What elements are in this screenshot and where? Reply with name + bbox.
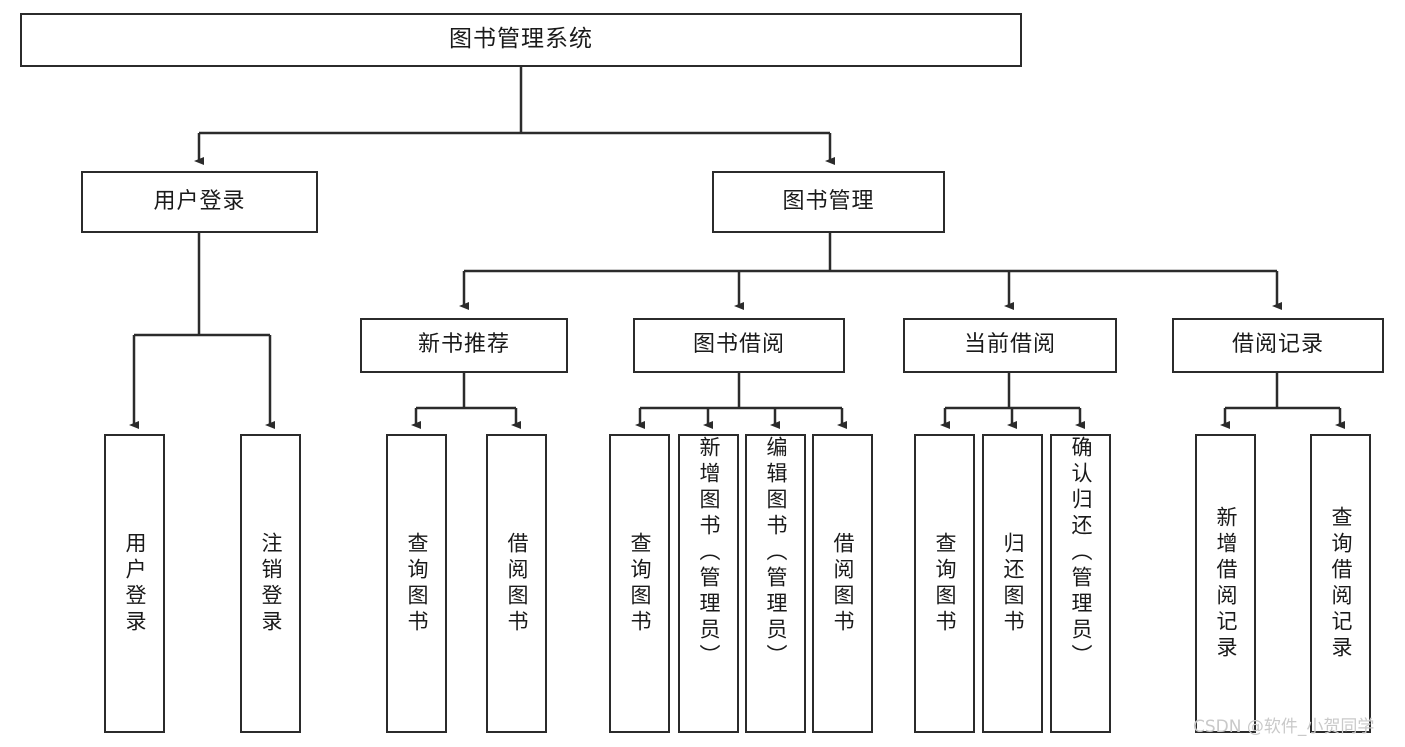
node-borrow-record-label: 借阅记录 xyxy=(1231,332,1324,358)
node-new-book-recommend-label: 新书推荐 xyxy=(417,332,510,358)
node-leaf-borrow-book-1-label: 借阅图书 xyxy=(505,531,529,636)
node-leaf-logout-login-label: 注销登录 xyxy=(259,531,283,636)
node-leaf-confirm-return-label: 确认归还（管理员） xyxy=(1069,436,1093,670)
node-leaf-query-book-2[interactable]: 查询图书 xyxy=(609,434,670,733)
node-leaf-borrow-book-2-label: 借阅图书 xyxy=(831,531,855,636)
node-leaf-query-book-1[interactable]: 查询图书 xyxy=(386,434,447,733)
node-leaf-user-login-label: 用户登录 xyxy=(123,531,147,636)
node-new-book-recommend[interactable]: 新书推荐 xyxy=(360,318,568,373)
node-leaf-add-book-label: 新增图书（管理员） xyxy=(697,436,721,670)
node-book-management[interactable]: 图书管理 xyxy=(712,171,945,233)
node-leaf-add-record[interactable]: 新增借阅记录 xyxy=(1195,434,1256,733)
node-leaf-query-book-3-label: 查询图书 xyxy=(933,531,957,636)
node-root-label: 图书管理系统 xyxy=(449,26,593,53)
node-book-borrow[interactable]: 图书借阅 xyxy=(633,318,845,373)
node-book-borrow-label: 图书借阅 xyxy=(692,332,785,358)
node-user-login[interactable]: 用户登录 xyxy=(81,171,318,233)
node-leaf-add-book[interactable]: 新增图书（管理员） xyxy=(678,434,739,733)
node-current-borrow-label: 当前借阅 xyxy=(963,332,1056,358)
node-leaf-query-record-label: 查询借阅记录 xyxy=(1329,505,1353,662)
node-leaf-query-record[interactable]: 查询借阅记录 xyxy=(1310,434,1371,733)
node-leaf-query-book-2-label: 查询图书 xyxy=(628,531,652,636)
node-current-borrow[interactable]: 当前借阅 xyxy=(903,318,1117,373)
node-leaf-confirm-return[interactable]: 确认归还（管理员） xyxy=(1050,434,1111,733)
node-leaf-return-book-label: 归还图书 xyxy=(1001,531,1025,636)
node-leaf-borrow-book-1[interactable]: 借阅图书 xyxy=(486,434,547,733)
node-leaf-return-book[interactable]: 归还图书 xyxy=(982,434,1043,733)
node-leaf-query-book-1-label: 查询图书 xyxy=(405,531,429,636)
node-book-management-label: 图书管理 xyxy=(782,188,875,214)
node-leaf-edit-book[interactable]: 编辑图书（管理员） xyxy=(745,434,806,733)
node-leaf-user-login[interactable]: 用户登录 xyxy=(104,434,165,733)
node-leaf-logout-login[interactable]: 注销登录 xyxy=(240,434,301,733)
node-leaf-edit-book-label: 编辑图书（管理员） xyxy=(764,436,788,670)
node-root[interactable]: 图书管理系统 xyxy=(20,13,1022,67)
node-leaf-borrow-book-2[interactable]: 借阅图书 xyxy=(812,434,873,733)
node-user-login-label: 用户登录 xyxy=(153,188,246,214)
node-borrow-record[interactable]: 借阅记录 xyxy=(1172,318,1384,373)
node-leaf-add-record-label: 新增借阅记录 xyxy=(1214,505,1238,662)
node-leaf-query-book-3[interactable]: 查询图书 xyxy=(914,434,975,733)
watermark-text: CSDN @软件_小贺同学 xyxy=(1193,717,1375,737)
